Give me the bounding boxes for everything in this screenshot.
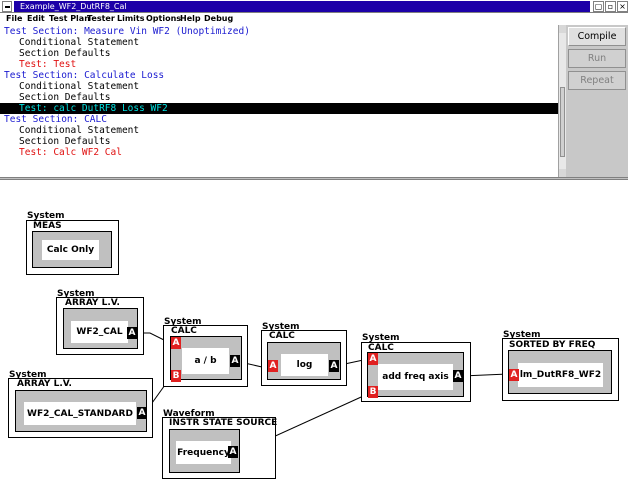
menu-limits[interactable]: Limits <box>117 14 145 23</box>
menu-help[interactable]: Help <box>180 14 201 23</box>
menu-file[interactable]: File <box>6 14 23 23</box>
node-group-label: System <box>9 370 47 380</box>
input-port-a[interactable]: A <box>368 353 378 365</box>
menu-bar: File Edit Test Plan Tester Limits Option… <box>0 13 628 25</box>
node-body: Calc Only <box>42 240 99 260</box>
editor-line-section[interactable]: Test Section: Calculate Loss <box>4 70 165 81</box>
node-title: CALC <box>171 326 197 336</box>
output-port[interactable]: A <box>137 407 147 419</box>
node-body: add freq axis <box>378 364 453 390</box>
run-button[interactable]: Run <box>568 49 626 68</box>
node-title: SORTED BY FREQ <box>509 340 596 350</box>
repeat-button[interactable]: Repeat <box>568 71 626 90</box>
title-bar: Example_WF2_DutRF8_Cal ▢ ▫ × <box>0 0 628 13</box>
node-group-label: System <box>57 289 95 299</box>
menu-test-plan[interactable]: Test Plan <box>49 14 90 23</box>
menu-tester[interactable]: Tester <box>87 14 115 23</box>
editor-line-test[interactable]: Test: Calc WF2 Cal <box>19 147 122 158</box>
editor-scrollbar[interactable] <box>558 25 566 177</box>
minimize-icon[interactable]: ▢ <box>593 1 604 12</box>
scroll-down-icon[interactable] <box>559 169 566 177</box>
node-title: MEAS <box>33 221 62 231</box>
editor-line[interactable]: Conditional Statement <box>19 125 140 136</box>
compile-button[interactable]: Compile <box>568 27 626 46</box>
menu-options[interactable]: Options <box>146 14 182 23</box>
editor-line[interactable]: Conditional Statement <box>19 37 140 48</box>
window-title: Example_WF2_DutRF8_Cal <box>14 1 590 12</box>
input-port-a[interactable]: A <box>171 337 181 349</box>
node-body: WF2_CAL <box>71 321 128 343</box>
close-icon[interactable]: × <box>617 1 628 12</box>
output-port[interactable]: A <box>453 370 463 382</box>
menu-edit[interactable]: Edit <box>27 14 45 23</box>
node-title: INSTR STATE SOURCE <box>169 418 278 428</box>
node-body: WF2_CAL_STANDARD <box>24 402 136 425</box>
node-body: a / b <box>182 348 229 374</box>
node-title: CALC <box>368 343 394 353</box>
editor-line[interactable]: Conditional Statement <box>19 81 140 92</box>
input-port-b[interactable]: B <box>368 386 378 398</box>
output-port[interactable]: A <box>228 446 238 458</box>
node-group-label: Waveform <box>163 409 215 419</box>
node-title: CALC <box>269 331 295 341</box>
input-port-b[interactable]: B <box>171 370 181 382</box>
scroll-up-icon[interactable] <box>559 25 566 33</box>
editor-line-selected[interactable]: Test: calc DutRF8 Loss WF2 <box>0 103 558 114</box>
node-body: log <box>281 354 328 376</box>
editor-line[interactable]: Section Defaults <box>19 92 111 103</box>
pane-splitter[interactable] <box>0 177 628 180</box>
node-group-label: System <box>503 330 541 340</box>
editor-line-test[interactable]: Test: Test <box>19 59 77 70</box>
node-title: ARRAY L.V. <box>17 379 72 389</box>
editor-line[interactable]: Section Defaults <box>19 136 111 147</box>
output-port[interactable]: A <box>127 327 137 339</box>
action-panel: Compile Run Repeat <box>566 25 628 177</box>
node-title: ARRAY L.V. <box>65 298 120 308</box>
output-port[interactable]: A <box>230 355 240 367</box>
diagram-canvas[interactable]: System MEAS Calc Only System ARRAY L.V. … <box>0 180 628 488</box>
node-body: Frequency <box>176 441 231 464</box>
editor-line[interactable]: Section Defaults <box>19 48 111 59</box>
node-group-label: System <box>27 211 65 221</box>
input-port-a[interactable]: A <box>268 360 278 372</box>
input-port-a[interactable]: A <box>509 369 519 381</box>
editor-line-section[interactable]: Test Section: CALC <box>4 114 107 125</box>
node-group-label: System <box>164 317 202 327</box>
editor-line-section[interactable]: Test Section: Measure Vin WF2 (Unoptimiz… <box>4 26 250 37</box>
node-group-label: System <box>362 333 400 343</box>
window-menu-icon[interactable] <box>2 1 12 12</box>
scroll-thumb[interactable] <box>560 87 565 157</box>
output-port[interactable]: A <box>329 360 339 372</box>
node-body: lm_DutRF8_WF2 <box>518 363 603 387</box>
maximize-icon[interactable]: ▫ <box>605 1 616 12</box>
node-group-label: System <box>262 322 300 332</box>
test-plan-editor[interactable]: Test Section: Measure Vin WF2 (Unoptimiz… <box>0 25 558 177</box>
menu-debug[interactable]: Debug <box>204 14 234 23</box>
